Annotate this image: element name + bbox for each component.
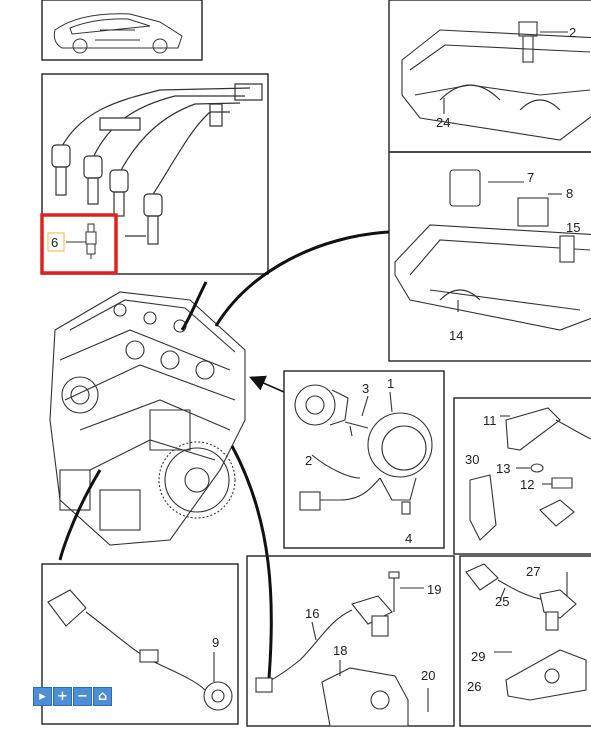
callout-2[interactable]: 2 <box>305 453 312 468</box>
sensor-bracket-illustration <box>465 563 587 701</box>
callout-3[interactable]: 3 <box>362 381 369 396</box>
ignition-leads-illustration <box>51 83 263 245</box>
panel-ignition: 6 <box>40 73 269 275</box>
minus-icon: − <box>77 689 88 704</box>
home-button[interactable]: ⌂ <box>93 687 112 706</box>
arrow-icon: ▸ <box>39 689 46 704</box>
panel-control-tray: 7 8 15 14 <box>388 151 591 362</box>
spark-plug-illustration[interactable] <box>66 223 97 259</box>
callout-24[interactable]: 24 <box>436 115 450 130</box>
callout-15[interactable]: 15 <box>566 220 580 235</box>
callout-box-6 <box>47 232 65 252</box>
leader-arrow-mount <box>249 375 285 393</box>
callout-2b[interactable]: 2 <box>569 25 576 40</box>
control-tray-illustration <box>394 169 591 331</box>
panel-knock-sensor: 9 <box>41 563 239 725</box>
callout-26[interactable]: 26 <box>467 679 481 694</box>
callout-7[interactable]: 7 <box>527 170 534 185</box>
engine-cover-illustration <box>401 21 591 141</box>
callout-18[interactable]: 18 <box>333 643 347 658</box>
callout-25[interactable]: 25 <box>495 594 509 609</box>
leader-arc-ignition <box>180 281 208 331</box>
selected-part-highlight[interactable] <box>40 213 118 275</box>
leader-arc-lower <box>230 445 273 691</box>
crank-sensor-illustration <box>469 407 591 541</box>
vehicle-illustration <box>53 13 183 54</box>
zoom-in-button[interactable]: + <box>53 687 72 706</box>
plus-icon: + <box>57 689 68 704</box>
zoom-out-button[interactable]: − <box>73 687 92 706</box>
callout-1[interactable]: 1 <box>387 376 394 391</box>
callout-9[interactable]: 9 <box>212 635 219 650</box>
callout-8[interactable]: 8 <box>566 186 573 201</box>
panel-engine-cover: 2 24 <box>388 0 591 153</box>
panel-mount: 1 3 2 4 <box>283 370 445 549</box>
callout-12[interactable]: 12 <box>520 477 534 492</box>
panel-crank-sensor: 11 30 13 12 <box>453 397 591 555</box>
callout-29[interactable]: 29 <box>471 649 485 664</box>
leader-arc-tray <box>214 230 390 327</box>
callout-27[interactable]: 27 <box>526 564 540 579</box>
callout-20[interactable]: 20 <box>421 668 435 683</box>
diagram-toolbar: ▸ + − ⌂ <box>33 687 112 706</box>
callout-16[interactable]: 16 <box>305 606 319 621</box>
callout-14[interactable]: 14 <box>449 328 463 343</box>
panel-vehicle <box>41 0 203 61</box>
pan-button[interactable]: ▸ <box>33 687 52 706</box>
mount-illustration <box>294 384 433 515</box>
callout-4[interactable]: 4 <box>405 531 412 546</box>
callout-30[interactable]: 30 <box>465 452 479 467</box>
callout-13[interactable]: 13 <box>496 461 510 476</box>
home-icon: ⌂ <box>97 689 108 704</box>
panel-cam-sensor: 19 16 18 20 <box>246 555 455 727</box>
callout-11[interactable]: 11 <box>483 413 497 428</box>
cam-sensor-illustration <box>255 571 429 727</box>
knock-sensor-illustration <box>47 589 233 711</box>
callout-6[interactable]: 6 <box>51 235 58 250</box>
callout-19[interactable]: 19 <box>427 582 441 597</box>
engine-block-illustration <box>49 291 246 546</box>
panel-sensor-bracket: 27 25 29 26 <box>459 555 591 727</box>
leader-arc-sensor <box>58 469 102 561</box>
